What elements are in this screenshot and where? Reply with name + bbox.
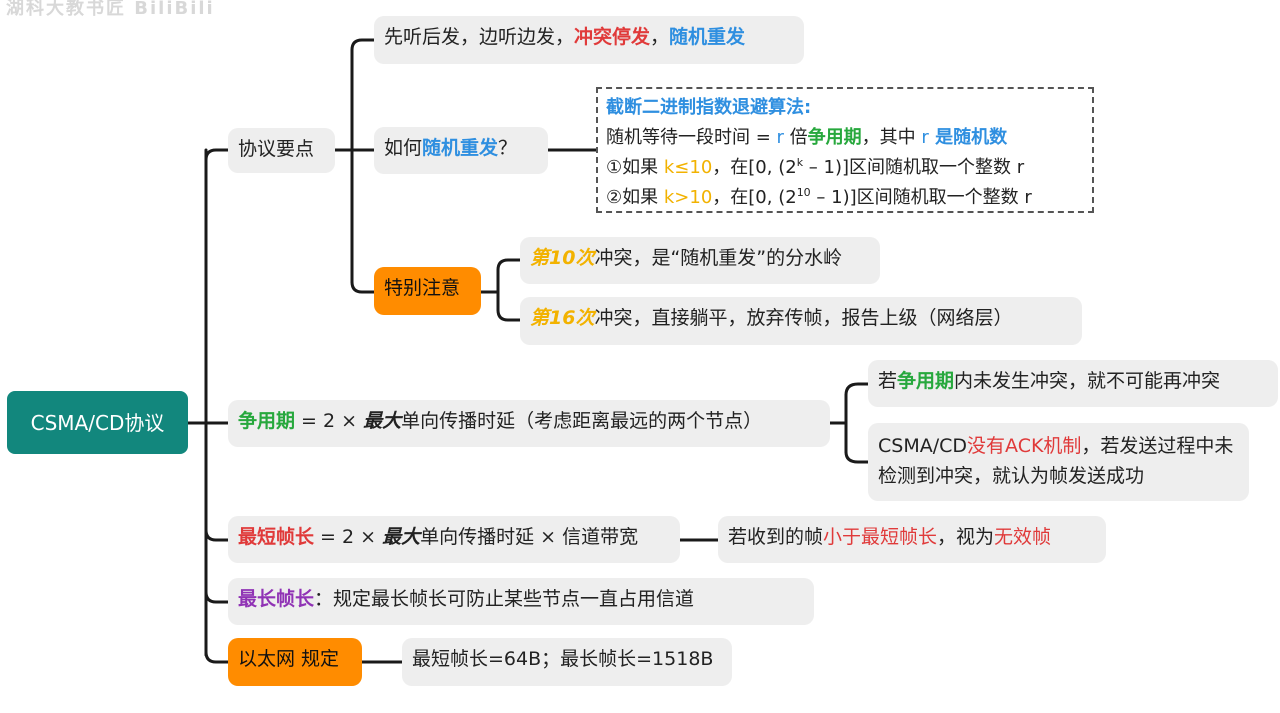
min-frame-node[interactable]: 最短帧长 = 2 × 最大单向传播时延 × 信道带宽 (228, 516, 680, 563)
algo-line3-cond: k>10 (663, 187, 713, 208)
algo-line1-blue: 是随机数 (928, 127, 1008, 148)
min-frame-red: 最短帧长 (238, 526, 315, 548)
algo-line3-b: ，在[0, (2 (712, 187, 797, 208)
note1-highlight: 第10次 (530, 247, 595, 269)
special-note-label: 特别注意 (384, 277, 461, 299)
backoff-algorithm-box: 截断二进制指数退避算法: 随机等待一段时间 = r 倍争用期，其中 r 是随机数… (596, 87, 1094, 213)
invalid-red1: 小于最短帧长 (823, 526, 938, 548)
listen-rule-text: 先听后发，边听边发， (384, 26, 575, 48)
max-frame-text: ：规定最长帧长可防止某些节点一直占用信道 (314, 588, 695, 610)
listen-rule-sep: ， (650, 26, 670, 48)
algo-line2-a: ①如果 (606, 157, 664, 178)
algo-line1-a: 随机等待一段时间 = (606, 127, 777, 148)
note1-text: 冲突，是“随机重发”的分水岭 (594, 247, 843, 269)
contention-b: 单向传播时延（考虑距离最远的两个节点） (401, 410, 763, 432)
no-ack-red: 没有ACK机制 (967, 435, 1082, 457)
ethernet-rule-node[interactable]: 以太网 规定 (228, 638, 362, 686)
no-collision-b: 内未发生冲突，就不可能再冲突 (954, 370, 1221, 392)
algo-line3-c: – 1)]区间随机取一个整数 r (810, 187, 1032, 208)
note-16th-collision[interactable]: 第16次冲突，直接躺平，放弃传帧，报告上级（网络层） (520, 297, 1082, 345)
algo-line-2: ①如果 k≤10，在[0, (2k – 1)]区间随机取一个整数 r (606, 153, 1084, 183)
ethernet-rule-label: 以太网 规定 (238, 648, 340, 670)
min-frame-max: 最大 (382, 526, 421, 548)
root-label: CSMA/CD协议 (30, 410, 165, 435)
how-resend-node[interactable]: 如何随机重发？ (374, 127, 548, 174)
listen-rule-node[interactable]: 先听后发，边听边发，冲突停发，随机重发 (374, 16, 804, 64)
algo-line-1: 随机等待一段时间 = r 倍争用期，其中 r 是随机数 (606, 123, 1084, 153)
contention-period-node[interactable]: 争用期 = 2 × 最大单向传播时延（考虑距离最远的两个节点） (228, 400, 830, 447)
no-collision-green: 争用期 (897, 370, 955, 392)
watermark: 湖科大教书匠 BiliBili (6, 0, 215, 19)
algo-line2-b: ，在[0, (2 (712, 157, 797, 178)
collision-stop-text: 冲突停发 (574, 26, 651, 48)
algo-line-3: ②如果 k>10，在[0, (210 – 1)]区间随机取一个整数 r (606, 183, 1084, 213)
root-node[interactable]: CSMA/CD协议 (7, 391, 188, 454)
random-resend-text: 随机重发 (669, 26, 746, 48)
protocol-points-node[interactable]: 协议要点 (228, 128, 335, 173)
note2-text: 冲突，直接躺平，放弃传帧，报告上级（网络层） (594, 307, 1013, 329)
contention-a: = 2 × (295, 410, 364, 432)
special-note-node[interactable]: 特别注意 (374, 267, 481, 315)
how-resend-suffix: ？ (498, 137, 518, 159)
ethernet-values-node[interactable]: 最短帧长=64B；最长帧长=1518B (402, 638, 732, 686)
no-collision-a: 若 (878, 370, 898, 392)
algo-line2-c: – 1)]区间随机取一个整数 r (803, 157, 1025, 178)
ethernet-values-text: 最短帧长=64B；最长帧长=1518B (412, 648, 714, 670)
contention-max: 最大 (363, 410, 402, 432)
max-frame-purple: 最长帧长 (238, 588, 315, 610)
min-frame-b: 单向传播时延 × 信道带宽 (420, 526, 639, 548)
invalid-frame-node[interactable]: 若收到的帧小于最短帧长，视为无效帧 (718, 516, 1106, 563)
min-frame-a: = 2 × (314, 526, 383, 548)
no-ack-a: CSMA/CD (878, 435, 968, 457)
algo-line1-b: 倍 (783, 127, 808, 148)
algo-line2-cond: k≤10 (663, 157, 713, 178)
algo-line1-c: ，其中 (861, 127, 922, 148)
how-resend-highlight: 随机重发 (422, 137, 499, 159)
algo-line3-a: ②如果 (606, 187, 664, 208)
note2-highlight: 第16次 (530, 307, 595, 329)
no-ack-b: ，若发送过程中未检测到冲突，就认为帧发送成功 (878, 435, 1234, 487)
how-resend-prefix: 如何 (384, 137, 423, 159)
algo-line1-r: r (776, 127, 784, 148)
note-10th-collision[interactable]: 第10次冲突，是“随机重发”的分水岭 (520, 237, 880, 284)
invalid-b: ，视为 (937, 526, 995, 548)
invalid-a: 若收到的帧 (728, 526, 824, 548)
no-ack-node[interactable]: CSMA/CD没有ACK机制，若发送过程中未检测到冲突，就认为帧发送成功 (868, 423, 1249, 501)
protocol-points-label: 协议要点 (238, 138, 315, 160)
algo-line2-sup: k (796, 156, 804, 169)
invalid-red2: 无效帧 (994, 526, 1052, 548)
algo-line3-sup: 10 (796, 186, 811, 199)
no-collision-node[interactable]: 若争用期内未发生冲突，就不可能再冲突 (868, 360, 1278, 407)
algo-line1-r2: r (921, 127, 929, 148)
algo-title: 截断二进制指数退避算法: (606, 97, 812, 118)
max-frame-node[interactable]: 最长帧长：规定最长帧长可防止某些节点一直占用信道 (228, 578, 814, 625)
algo-line1-green: 争用期 (807, 127, 862, 148)
contention-green: 争用期 (238, 410, 296, 432)
